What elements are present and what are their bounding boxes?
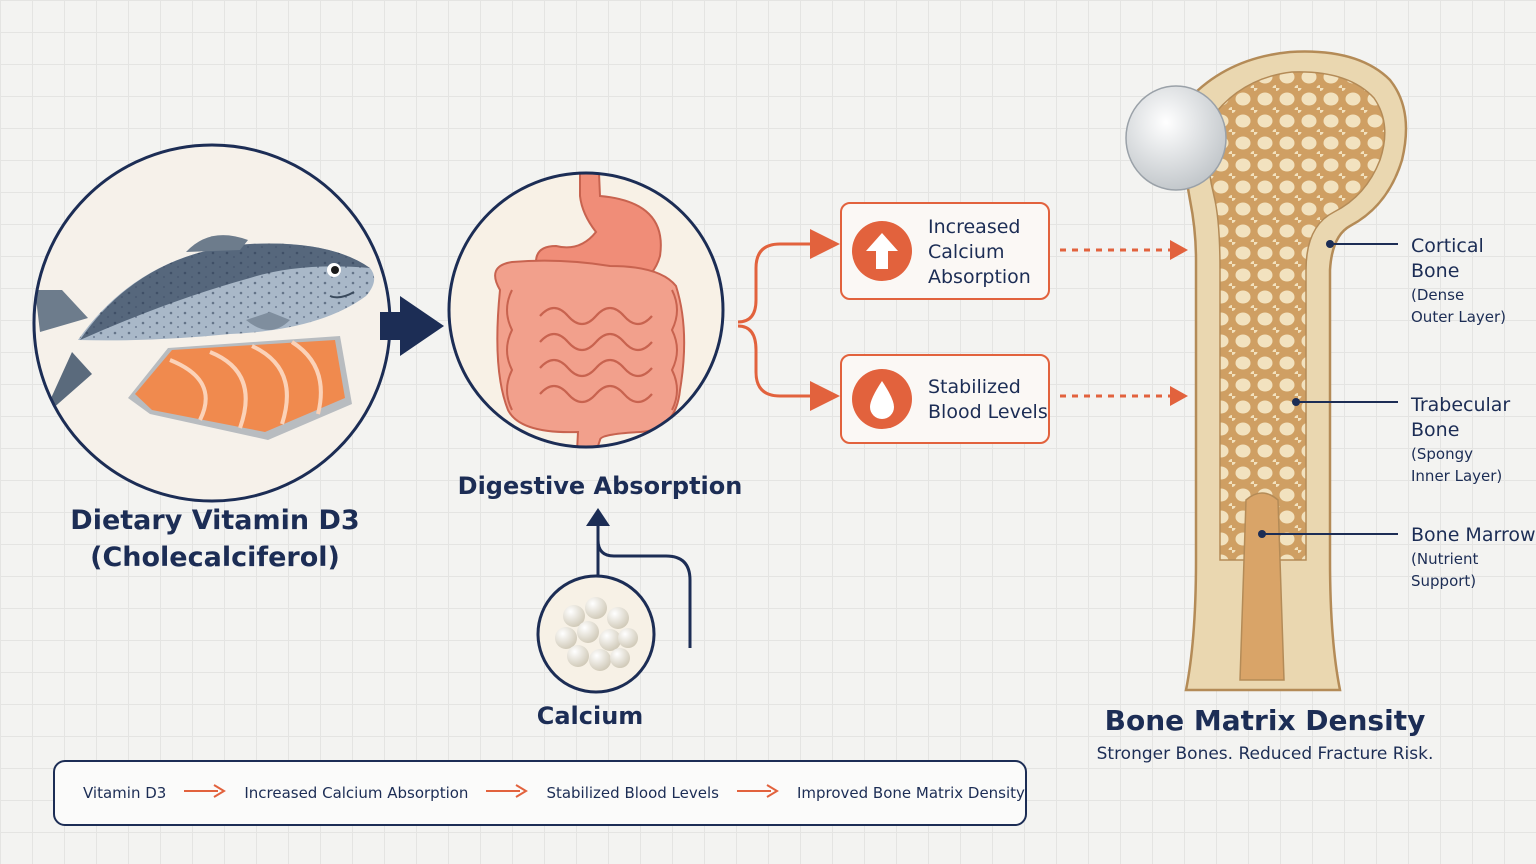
trabecular-bone-label: Trabecular Bone (Spongy Inner Layer) bbox=[1411, 393, 1510, 487]
bone-marrow-label: Bone Marrow (Nutrient Support) bbox=[1411, 523, 1536, 592]
bone-matrix-density-title: Bone Matrix Density bbox=[1104, 704, 1426, 737]
cortical-bone-label: Cortical Bone (Dense Outer Layer) bbox=[1411, 234, 1506, 328]
effect-line: Absorption bbox=[928, 266, 1031, 288]
part-name: Bone bbox=[1411, 260, 1460, 282]
effect-box-blood-levels: Stabilized Blood Levels bbox=[840, 354, 1050, 444]
orange-arrow-icon bbox=[736, 784, 779, 802]
effect-line: Stabilized bbox=[928, 376, 1021, 398]
part-desc: Inner Layer) bbox=[1411, 467, 1503, 485]
femur-bone-illustration bbox=[1125, 50, 1408, 692]
dietary-label-line1: Dietary Vitamin D3 bbox=[70, 505, 360, 536]
calcium-label: Calcium bbox=[536, 702, 644, 730]
part-name: Cortical bbox=[1411, 235, 1484, 257]
effect-text-2: Stabilized Blood Levels bbox=[928, 375, 1048, 425]
effect-line: Calcium bbox=[928, 241, 1005, 263]
salmon-fillet-icon bbox=[128, 336, 352, 440]
part-desc: Outer Layer) bbox=[1411, 308, 1507, 326]
part-name: Bone Marrow bbox=[1411, 524, 1536, 546]
calcium-pearls-icon bbox=[536, 574, 656, 694]
part-desc: Support) bbox=[1411, 572, 1477, 590]
summary-chain-box: Vitamin D3 Increased Calcium Absorption … bbox=[53, 760, 1027, 826]
branch-connectors bbox=[737, 229, 1188, 411]
effect-line: Blood Levels bbox=[928, 401, 1048, 423]
up-arrow-icon bbox=[852, 221, 912, 281]
calcium-input-connector bbox=[586, 508, 692, 648]
effect-box-calcium-absorption: Increased Calcium Absorption bbox=[840, 202, 1050, 300]
bone-matrix-density-subtitle: Stronger Bones. Reduced Fracture Risk. bbox=[1096, 744, 1434, 764]
orange-arrow-icon bbox=[486, 784, 529, 802]
part-name: Trabecular bbox=[1411, 394, 1511, 416]
dietary-source-illustration bbox=[32, 143, 392, 503]
part-desc: (Nutrient bbox=[1411, 550, 1479, 568]
orange-arrow-icon bbox=[184, 784, 227, 802]
summary-step: Improved Bone Matrix Density bbox=[796, 784, 1025, 802]
salmon-fish-icon bbox=[35, 235, 375, 418]
flow-arrow-icon bbox=[380, 296, 444, 356]
part-desc: (Dense bbox=[1411, 286, 1465, 304]
summary-step: Increased Calcium Absorption bbox=[244, 784, 469, 802]
dietary-label-line2: (Cholecalciferol) bbox=[90, 542, 340, 573]
intestines-icon bbox=[494, 259, 686, 447]
dietary-vitamin-d3-label: Dietary Vitamin D3 (Cholecalciferol) bbox=[30, 502, 400, 576]
blood-drop-icon bbox=[852, 369, 912, 429]
part-name: Bone bbox=[1411, 419, 1460, 441]
digestive-system-illustration bbox=[447, 171, 725, 449]
effect-line: Increased bbox=[928, 216, 1021, 238]
digestive-absorption-label: Digestive Absorption bbox=[457, 472, 743, 500]
bone-callouts bbox=[1258, 240, 1398, 538]
part-desc: (Spongy bbox=[1411, 445, 1473, 463]
summary-step: Stabilized Blood Levels bbox=[546, 784, 719, 802]
summary-step: Vitamin D3 bbox=[83, 784, 167, 802]
effect-text-1: Increased Calcium Absorption bbox=[928, 215, 1031, 290]
